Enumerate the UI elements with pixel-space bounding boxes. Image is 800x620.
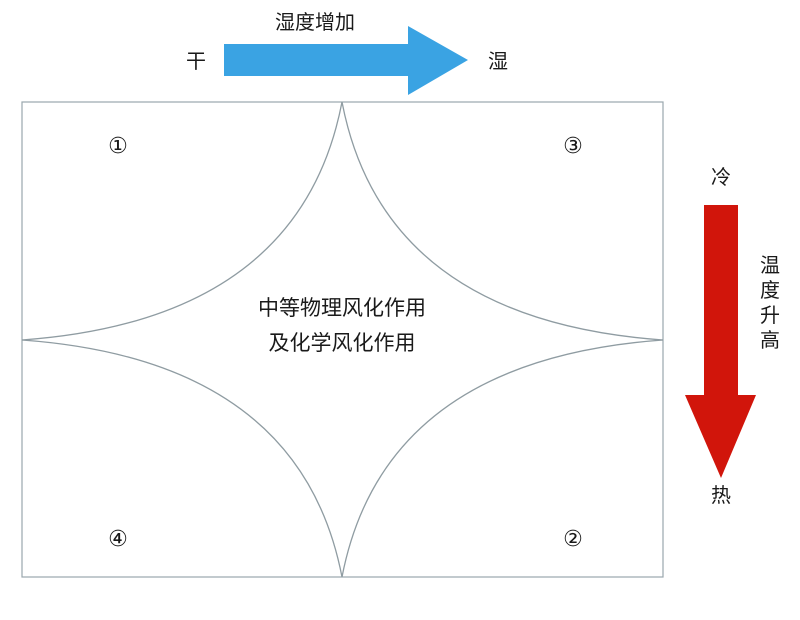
curve-top-right bbox=[341, 101, 664, 341]
temperature-arrow bbox=[685, 205, 756, 478]
region-marker-1: ① bbox=[108, 134, 128, 159]
hot-label: 热 bbox=[711, 483, 731, 507]
curve-bottom-left bbox=[21, 339, 343, 578]
wet-label: 湿 bbox=[488, 49, 508, 73]
region-marker-3: ③ bbox=[563, 134, 583, 159]
region-marker-2: ② bbox=[563, 527, 583, 552]
dry-label: 干 bbox=[186, 49, 206, 73]
humidity-label: 湿度增加 bbox=[275, 10, 355, 34]
temperature-label-char-4: 高 bbox=[760, 328, 780, 352]
cold-label: 冷 bbox=[711, 165, 731, 189]
center-text-line2: 及化学风化作用 bbox=[269, 331, 416, 355]
curve-bottom-right bbox=[341, 339, 664, 578]
temperature-label-char-3: 升 bbox=[760, 303, 780, 327]
curve-top-left bbox=[21, 101, 343, 341]
center-text-line1: 中等物理风化作用 bbox=[258, 296, 426, 320]
temperature-label-char-2: 度 bbox=[760, 278, 780, 302]
region-marker-4: ④ bbox=[108, 527, 128, 552]
humidity-arrow bbox=[224, 26, 468, 95]
temperature-label-char-1: 温 bbox=[760, 253, 780, 277]
central-region-boundary bbox=[21, 101, 664, 578]
temperature-label: 温 度 升 高 bbox=[760, 253, 780, 352]
